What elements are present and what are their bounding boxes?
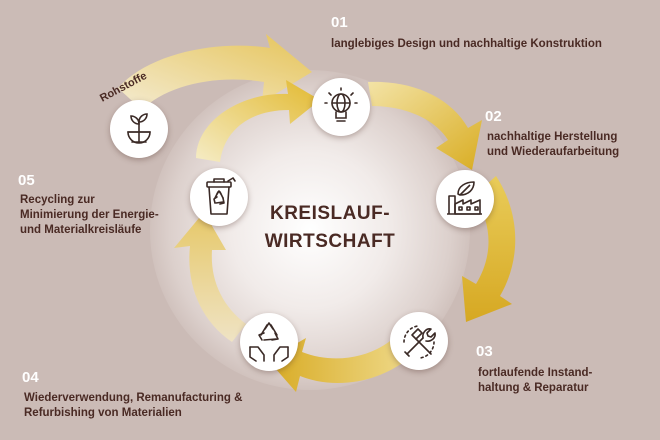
wrench-hammer-icon — [403, 325, 436, 359]
step-04-description: Wiederverwendung, Remanufacturing & Refu… — [24, 391, 242, 421]
step-03-description: fortlaufende Instand- haltung & Reparatu… — [478, 366, 592, 396]
arrow-01-to-02 — [368, 81, 482, 170]
step-01-node — [312, 78, 370, 136]
recycle-hands-icon — [249, 322, 289, 362]
title-line-1: KREISLAUF- — [269, 203, 391, 224]
factory-leaf-icon — [447, 181, 482, 215]
step-02-number: 02 — [485, 108, 502, 125]
step-03-line-2: haltung & Reparatur — [478, 382, 589, 394]
diagram-title: KREISLAUF- WIRTSCHAFT — [238, 200, 422, 256]
arrow-raw-to-01 — [118, 34, 312, 110]
step-02-line-1: nachhaltige Herstellung — [487, 131, 618, 143]
raw-material-node — [110, 100, 168, 158]
step-03-line-1: fortlaufende Instand- — [478, 367, 593, 379]
step-01-line-1: langlebiges Design und nachhaltige Konst… — [331, 38, 602, 50]
step-02-node — [436, 170, 494, 228]
step-04-number: 04 — [22, 369, 39, 386]
step-04-line-1: Wiederverwendung, Remanufacturing & — [24, 392, 243, 404]
arrow-05-to-01 — [196, 80, 320, 162]
step-05-node — [190, 168, 248, 226]
step-03-node — [390, 312, 448, 370]
step-05-line-3: und Materialkreisläufe — [20, 224, 142, 236]
title-line-2: WIRTSCHAFT — [264, 231, 396, 252]
step-04-line-2: Refurbishing von Materialien — [24, 407, 182, 419]
step-03-number: 03 — [476, 343, 493, 360]
arrow-02-to-03 — [462, 176, 516, 322]
recycling-bin-icon — [206, 177, 236, 215]
step-01-number: 01 — [331, 14, 348, 31]
step-02-line-2: und Wiederaufarbeitung — [487, 146, 620, 158]
arrow-04-to-05 — [174, 212, 246, 342]
lightbulb-globe-icon — [324, 87, 358, 122]
step-05-number: 05 — [18, 172, 35, 189]
globe-plant-icon — [127, 113, 151, 144]
step-04-node — [240, 313, 298, 371]
step-05-line-1: Recycling zur — [20, 194, 95, 206]
step-01-description: langlebiges Design und nachhaltige Konst… — [331, 37, 602, 52]
step-02-description: nachhaltige Herstellung und Wiederaufarb… — [487, 130, 619, 160]
step-05-line-2: Minimierung der Energie- — [20, 209, 159, 221]
arrow-03-to-04 — [268, 332, 420, 392]
step-05-description: Recycling zur Minimierung der Energie- u… — [20, 193, 159, 238]
